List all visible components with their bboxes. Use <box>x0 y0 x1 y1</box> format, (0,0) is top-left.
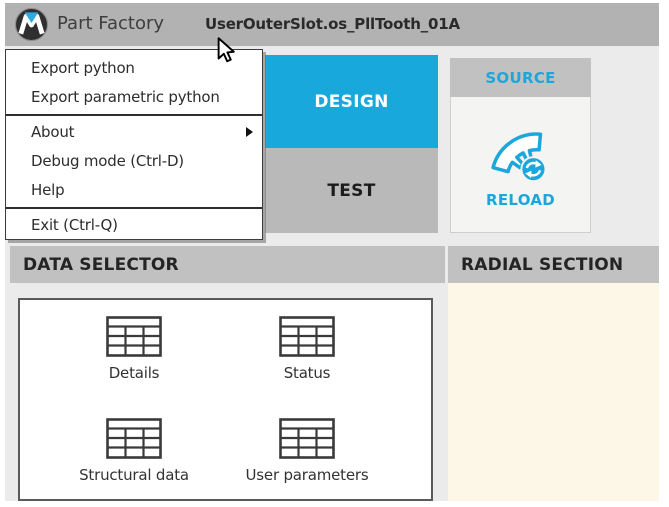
source-panel: SOURCE RELOAD <box>450 58 591 233</box>
data-selector-item-user-parameters[interactable]: User parameters <box>212 418 402 484</box>
file-menu-dropdown: Export python Export parametric python A… <box>5 49 263 240</box>
menu-separator <box>6 114 262 116</box>
menu-item-export-parametric-python[interactable]: Export parametric python <box>31 88 220 106</box>
radial-section-canvas <box>448 283 659 501</box>
submenu-arrow-icon <box>246 127 253 137</box>
table-icon <box>279 418 335 459</box>
data-selector-item-label: User parameters <box>245 466 369 484</box>
menu-separator <box>6 207 262 209</box>
tab-test[interactable]: TEST <box>265 148 438 233</box>
reload-button[interactable]: RELOAD <box>450 97 591 233</box>
data-selector-item-structural-data[interactable]: Structural data <box>39 418 229 484</box>
mouse-cursor-icon <box>217 37 235 63</box>
table-icon <box>279 316 335 357</box>
data-selector-item-label: Status <box>283 364 331 382</box>
data-selector-header: DATA SELECTOR <box>10 246 445 283</box>
menu-item-export-python[interactable]: Export python <box>31 59 135 77</box>
data-selector-item-status[interactable]: Status <box>212 316 402 382</box>
menu-item-debug-mode[interactable]: Debug mode (Ctrl-D) <box>31 152 184 170</box>
app-title[interactable]: Part Factory <box>57 13 165 34</box>
reload-label: RELOAD <box>485 190 556 209</box>
menu-item-exit[interactable]: Exit (Ctrl-Q) <box>31 216 118 234</box>
source-panel-header: SOURCE <box>450 58 591 97</box>
data-selector-item-label: Details <box>108 364 160 382</box>
gear-reload-icon <box>490 131 546 182</box>
document-name: UserOuterSlot.os_PllTooth_01A <box>205 15 460 33</box>
data-selector-item-details[interactable]: Details <box>39 316 229 382</box>
menu-item-help[interactable]: Help <box>31 181 65 199</box>
radial-section-header: RADIAL SECTION <box>448 246 659 283</box>
table-icon <box>106 418 162 459</box>
data-selector-panel: Details Status <box>18 298 433 501</box>
tab-design[interactable]: DESIGN <box>265 55 438 148</box>
table-icon <box>106 316 162 357</box>
app-logo-icon[interactable] <box>14 7 49 42</box>
title-bar: Part Factory UserOuterSlot.os_PllTooth_0… <box>5 3 659 46</box>
menu-item-about[interactable]: About <box>6 118 262 147</box>
data-selector-item-label: Structural data <box>79 466 189 484</box>
app-window: Part Factory UserOuterSlot.os_PllTooth_0… <box>5 3 659 501</box>
